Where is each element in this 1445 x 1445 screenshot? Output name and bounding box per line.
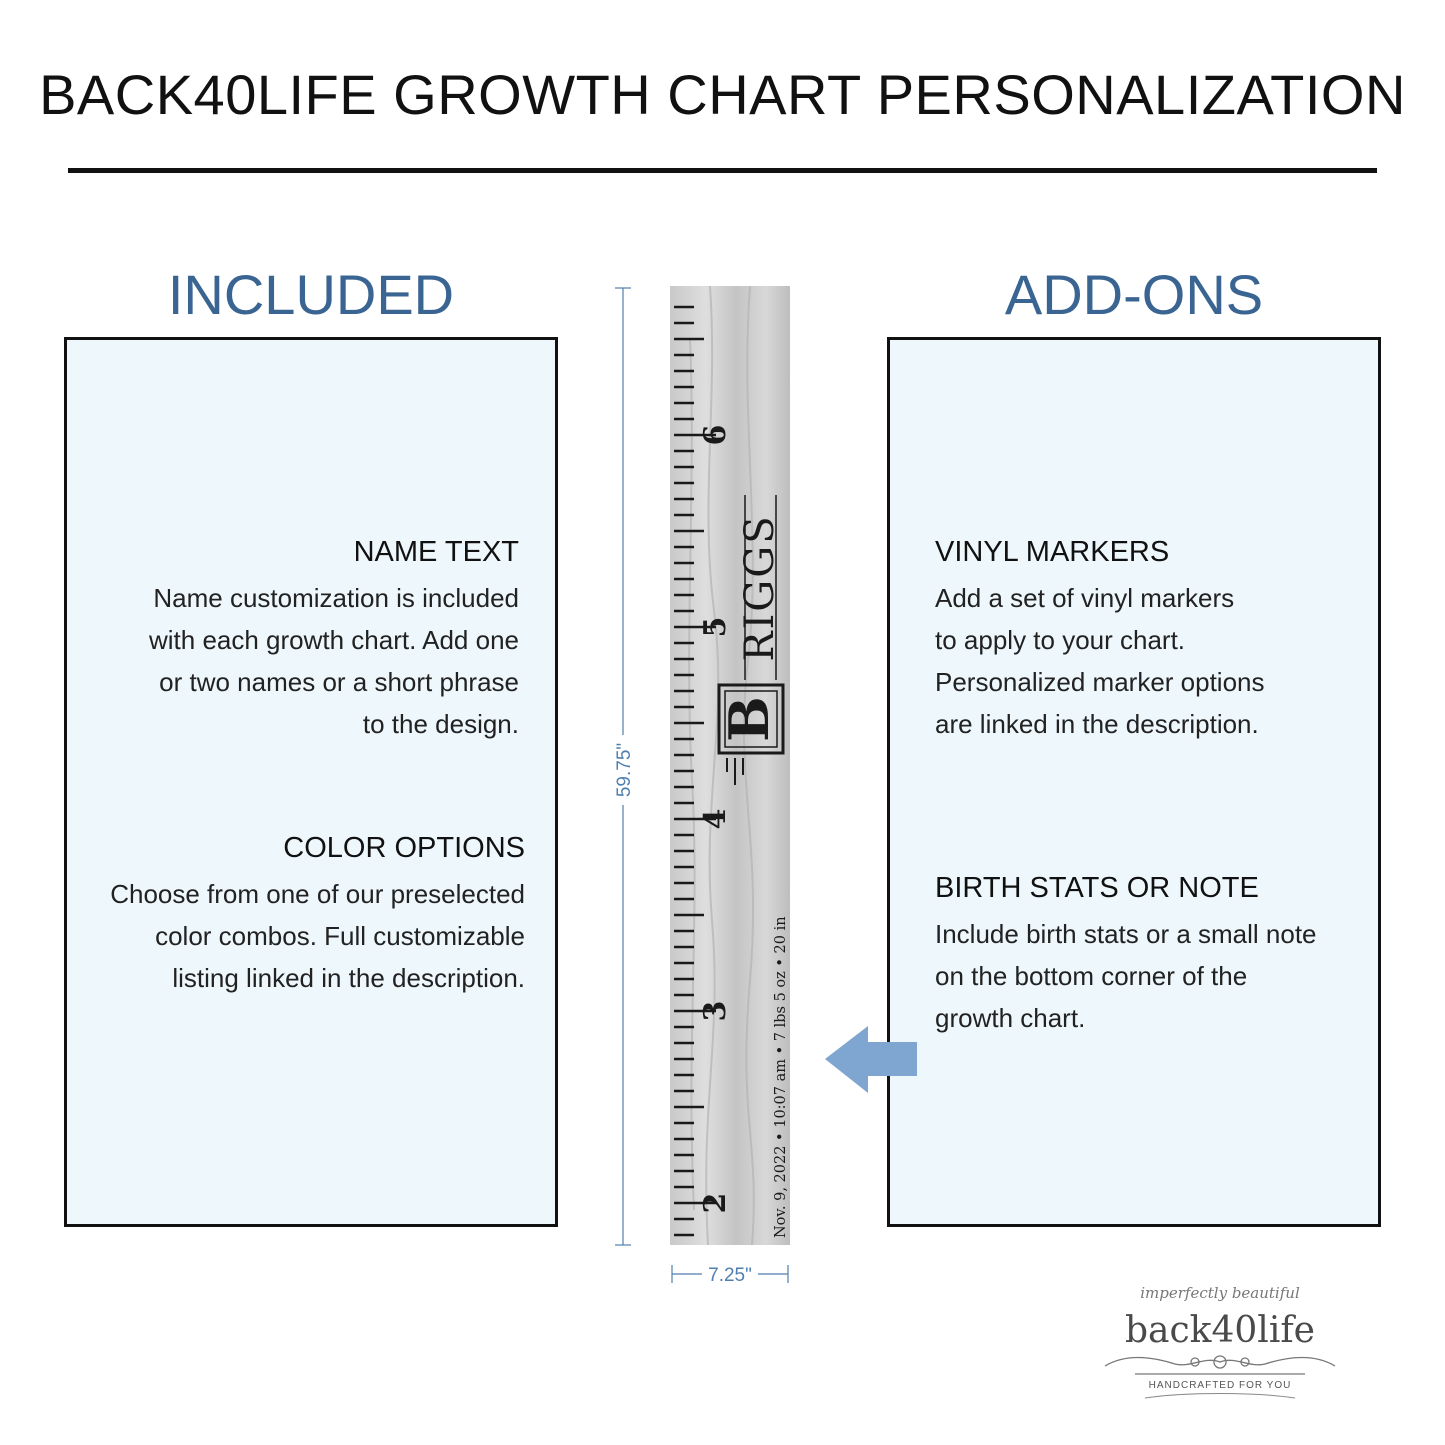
logo-brand: back40life [1125, 1310, 1315, 1351]
birth-stats-text: Nov. 9, 2022 • 10:07 am • 7 lbs 5 oz • 2… [773, 916, 789, 1238]
brand-logo: imperfectly beautiful back40life HANDCRA… [1095, 1278, 1355, 1408]
name-monogram: B RIGGS [717, 495, 785, 785]
vinyl-markers-line: to apply to your chart. [935, 625, 1186, 655]
foot-number-4: 4 [698, 809, 733, 830]
color-options-line: Choose from one of our preselected [110, 879, 525, 909]
page-title: BACK40LIFE GROWTH CHART PERSONALIZATION [39, 63, 1406, 126]
width-label: 7.25" [708, 1265, 752, 1286]
birth-stats-title: BIRTH STATS OR NOTE [935, 872, 1259, 904]
vinyl-markers-line: Add a set of vinyl markers [935, 583, 1235, 613]
name-text-line: or two names or a short phrase [159, 667, 519, 697]
name-rest: RIGGS [737, 514, 783, 661]
vinyl-markers-line: are linked in the description. [935, 709, 1259, 739]
foot-number-2: 2 [698, 1193, 733, 1214]
height-label: 59.75" [614, 743, 635, 797]
addons-panel: VINYL MARKERS Add a set of vinyl markers… [887, 337, 1381, 1227]
birth-stats-line: Include birth stats or a small note [935, 919, 1317, 949]
title-divider [68, 168, 1377, 173]
left-arrow-icon [820, 1022, 920, 1102]
birth-stats-line: on the bottom corner of the [935, 961, 1248, 991]
logo-flourish [1104, 1355, 1336, 1375]
color-options-title: COLOR OPTIONS [283, 832, 525, 864]
foot-number-3: 3 [698, 1001, 733, 1022]
color-options-line: color combos. Full customizable [155, 921, 525, 951]
name-text-line: with each growth chart. Add one [148, 625, 519, 655]
color-options-block: COLOR OPTIONS Choose from one of our pre… [110, 832, 525, 999]
name-text-line: to the design. [362, 709, 519, 739]
logo-tagline: imperfectly beautiful [1140, 1284, 1300, 1302]
ruler-ticks [674, 305, 716, 1237]
wood-board [670, 286, 790, 1245]
color-options-line: listing linked in the description. [172, 963, 525, 993]
growth-chart-ruler: 59.75" 7.25" 2 3 4 5 6 [590, 280, 820, 1300]
birth-stats-line: growth chart. [935, 1003, 1086, 1033]
birth-stats-block: BIRTH STATS OR NOTE Include birth stats … [935, 872, 1317, 1039]
name-initial: B [717, 696, 781, 742]
wood-grain [688, 285, 755, 1246]
included-heading: INCLUDED [167, 263, 455, 326]
addons-heading: ADD-ONS [1004, 263, 1264, 326]
name-text-block: NAME TEXT Name customization is included… [149, 536, 519, 745]
included-panel: NAME TEXT Name customization is included… [64, 337, 558, 1227]
logo-subline: HANDCRAFTED FOR YOU [1149, 1380, 1292, 1391]
foot-number-6: 6 [698, 425, 733, 446]
name-text-line: Name customization is included [153, 583, 519, 613]
foot-number-5: 5 [698, 617, 733, 638]
vinyl-markers-title: VINYL MARKERS [935, 536, 1170, 568]
name-text-title: NAME TEXT [353, 536, 519, 568]
vinyl-markers-block: VINYL MARKERS Add a set of vinyl markers… [935, 536, 1265, 745]
vinyl-markers-line: Personalized marker options [935, 667, 1265, 697]
